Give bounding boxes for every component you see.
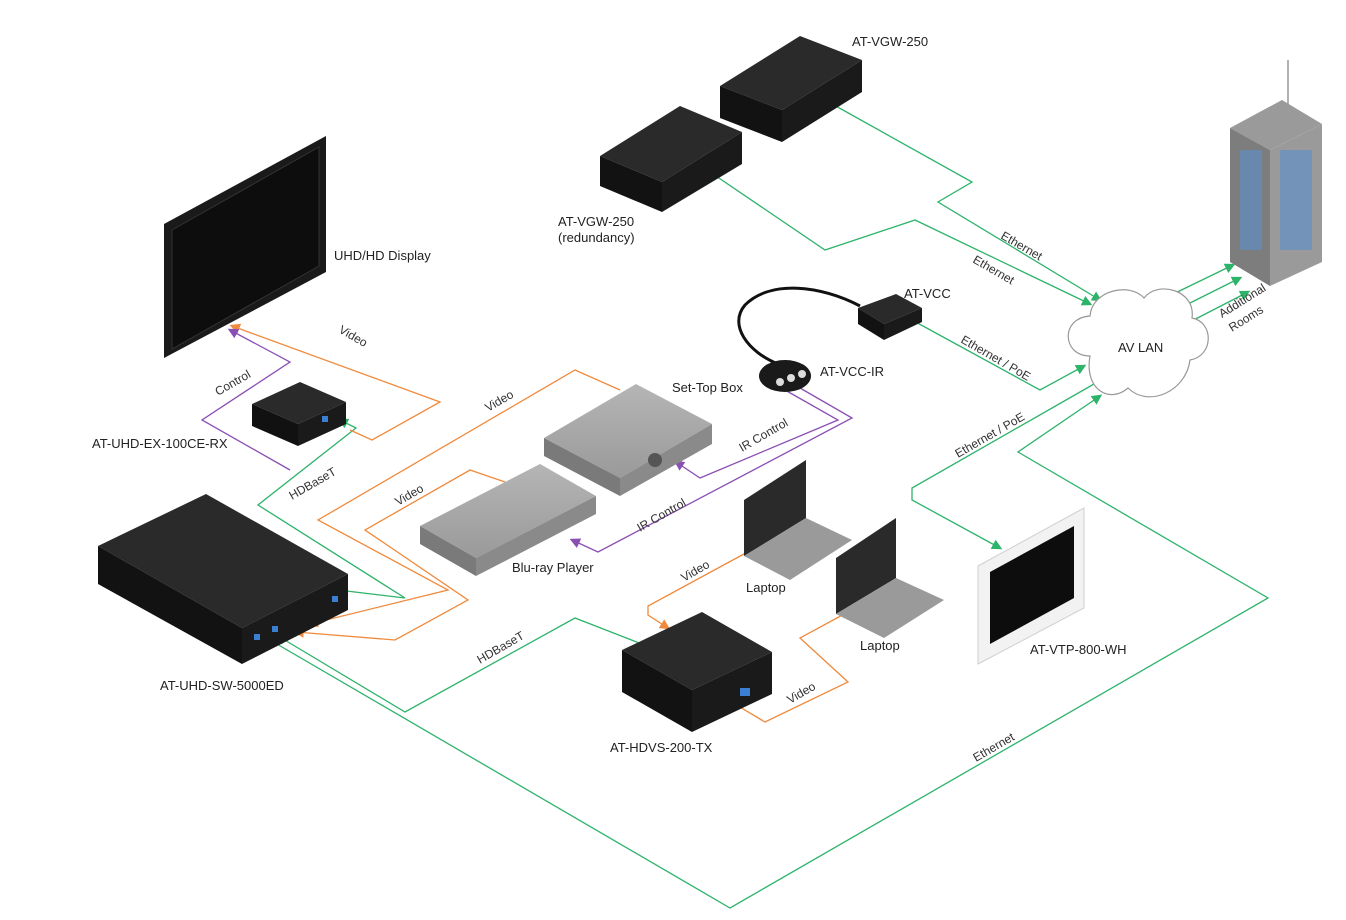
control-wire-display: [200, 328, 292, 471]
vcc-cable: [737, 286, 861, 366]
hdbaset-rx-wire-label: HDBaseT: [287, 464, 340, 502]
vcc-ir-label: AT-VCC-IR: [820, 364, 884, 379]
wires: [200, 99, 1270, 909]
bluray-label: Blu-ray Player: [512, 560, 594, 575]
video-wire-stb: [307, 369, 621, 628]
hdvs-device: [622, 612, 772, 732]
video-wire-laptop2: [725, 611, 850, 723]
ir-control-stb-wire-label: IR Control: [737, 415, 791, 454]
video-wire-bluray: [293, 469, 506, 641]
set-top-box-label: Set-Top Box: [672, 380, 743, 395]
vgw-redundant-label-line2: (redundancy): [558, 230, 635, 245]
video-wire-laptop1: [647, 547, 756, 630]
hdbaset-wire-tx: [275, 617, 671, 713]
av-lan-label: AV LAN: [1118, 340, 1163, 355]
ethernet-poe-wire-vcc: [911, 319, 1087, 391]
hdbaset-wire-rx: [256, 418, 406, 599]
ir-control-wire-stb: [673, 389, 840, 479]
touch-panel-device: [977, 507, 1085, 665]
ethernet-vgw1-wire-label: Ethernet: [999, 228, 1046, 263]
laptop-2-device: [836, 518, 944, 638]
video-wire-display: [229, 323, 442, 441]
vcc-ir-device: [759, 360, 811, 392]
switcher-label: AT-UHD-SW-5000ED: [160, 678, 284, 693]
vgw-redundant-device: [600, 106, 742, 212]
touch-panel-label: AT-VTP-800-WH: [1030, 642, 1127, 657]
vcc-device: [858, 294, 922, 340]
ethernet-wire-vgw-redundant: [709, 171, 1093, 306]
display-device: [164, 136, 326, 358]
rx-device: [252, 382, 346, 446]
bluray-device: [420, 464, 596, 576]
ir-control-wire-bluray: [569, 387, 854, 553]
ir-control-bluray-wire-label: IR Control: [635, 495, 689, 534]
display-label: UHD/HD Display: [334, 248, 431, 263]
laptop-2-label: Laptop: [860, 638, 900, 653]
video-display-wire-label: Video: [337, 322, 371, 350]
av-lan-cloud: [1067, 288, 1209, 398]
vgw-redundant-label-line1: AT-VGW-250: [558, 214, 634, 229]
building-icon: [1230, 60, 1322, 286]
video-laptop2-wire-label: Video: [785, 679, 819, 707]
ethernet-poe-vcc-wire-label: Ethernet / PoE: [959, 332, 1034, 383]
control-wire-label: Control: [213, 367, 254, 398]
video-stb-wire-label: Video: [483, 387, 517, 415]
laptop-1-device: [744, 460, 852, 580]
hdvs-label: AT-HDVS-200-TX: [610, 740, 713, 755]
ethernet-poe-panel-wire-label: Ethernet / PoE: [953, 409, 1028, 460]
vgw-top-label: AT-VGW-250: [852, 34, 928, 49]
set-top-box-device: [544, 384, 712, 496]
vcc-label: AT-VCC: [904, 286, 951, 301]
switcher-device: [98, 494, 348, 664]
hdbaset-tx-wire-label: HDBaseT: [475, 628, 528, 666]
ethernet-poe-wire-panel: [911, 383, 1095, 550]
ethernet-wire-bottom: [269, 394, 1270, 909]
laptop-1-label: Laptop: [746, 580, 786, 595]
vgw-top-device: [720, 36, 862, 142]
ethernet-wire-vgw-top: [824, 99, 1103, 302]
rx-label: AT-UHD-EX-100CE-RX: [92, 436, 228, 451]
